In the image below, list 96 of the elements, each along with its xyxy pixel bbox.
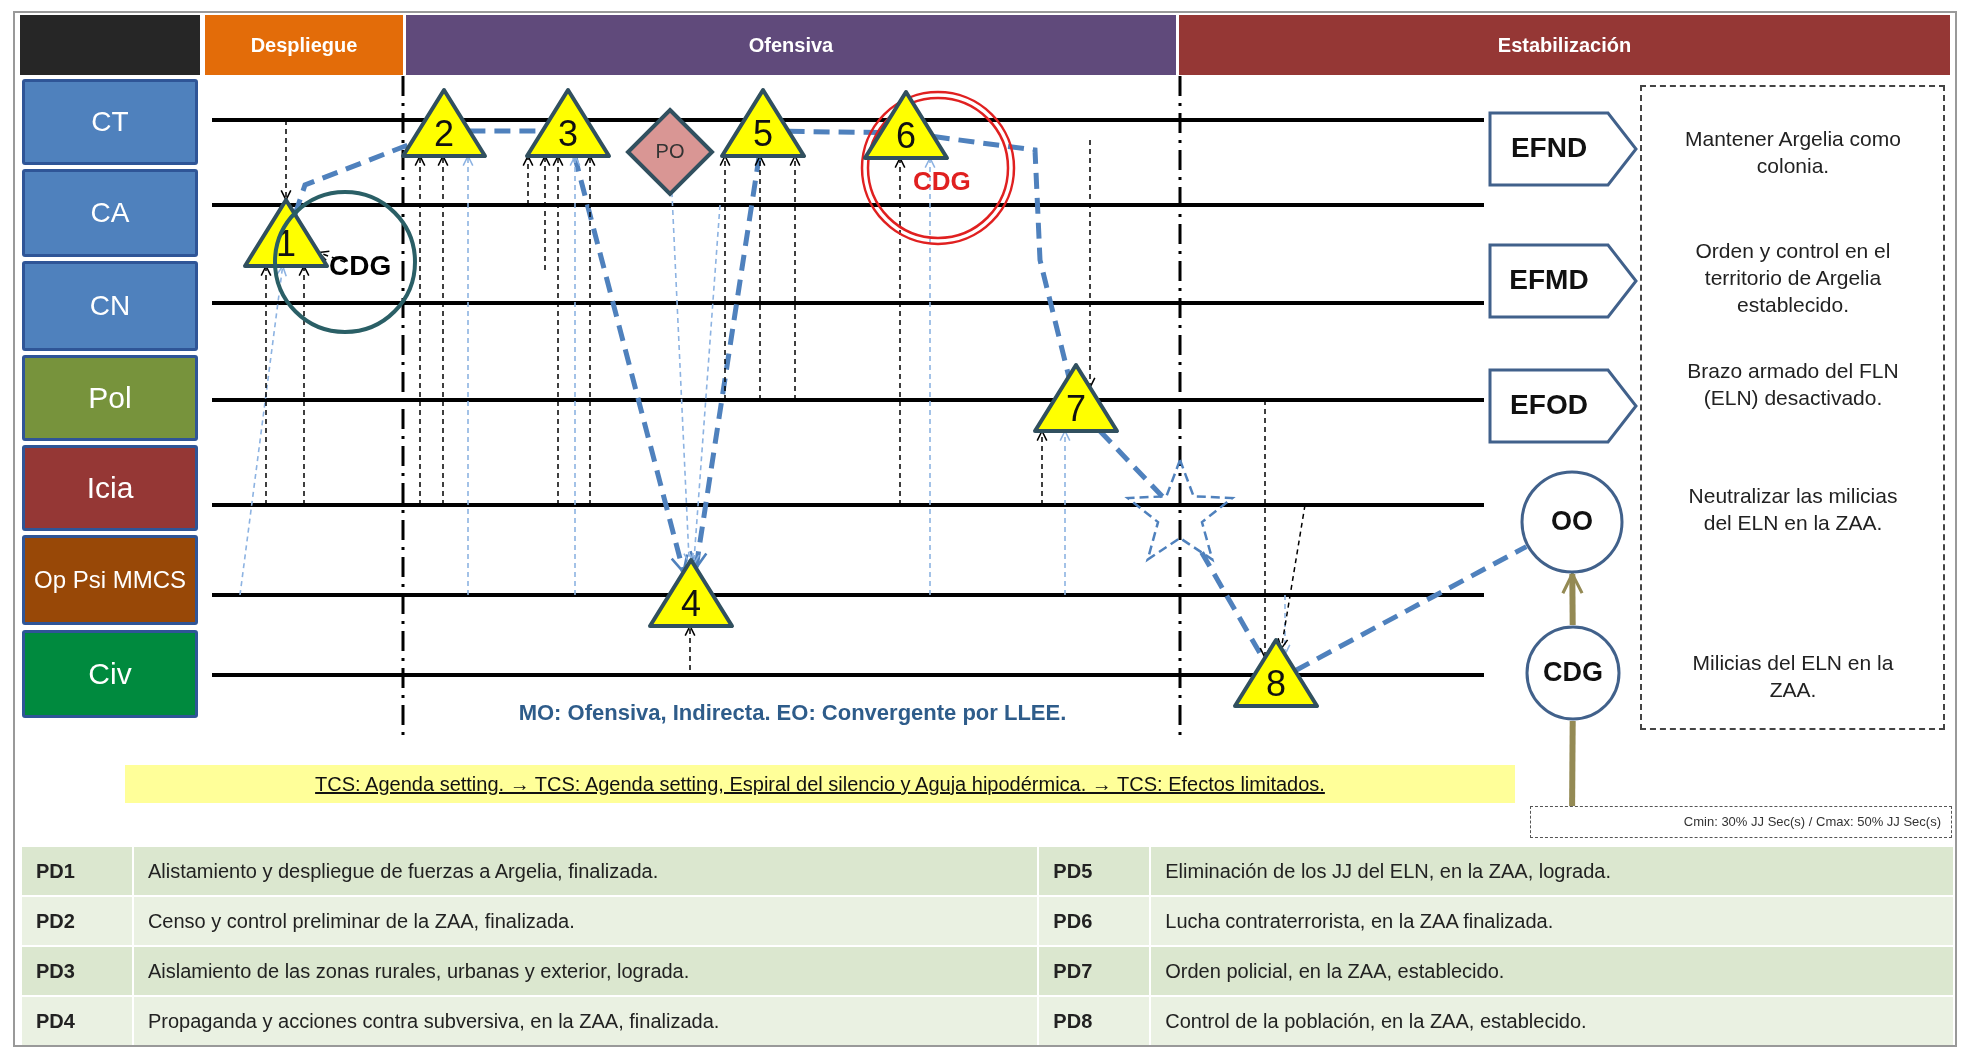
row-header-cell: PD1	[21, 846, 133, 896]
point-number: 2	[433, 113, 455, 155]
row-header-cell: PD8	[1038, 996, 1151, 1046]
lane-header: CT	[22, 79, 198, 165]
double-line	[1569, 720, 1576, 807]
table-cell: Aislamiento de las zonas rurales, urbanas y exterior, lograda.	[132, 946, 1039, 996]
circle-node	[1520, 470, 1624, 574]
circle-label: OO	[1550, 506, 1594, 537]
pentagon-arrow-box	[1490, 370, 1636, 442]
table-cell: Censo y control preliminar de la ZAA, finalizada.	[132, 896, 1039, 946]
dashed-arrow	[572, 155, 689, 574]
phase-bar: Estabilización	[1179, 15, 1950, 75]
method-note: MO: Ofensiva, Indirecta. EO: Convergente por LLEE.	[517, 700, 1068, 726]
dashed-text-panel	[1640, 85, 1945, 730]
triangle-marker	[527, 90, 609, 156]
dashed-arrow	[671, 191, 695, 564]
dashed-arrow	[719, 155, 731, 401]
lane-header: Civ	[22, 630, 198, 718]
triangle-marker	[865, 92, 947, 158]
point-number: 8	[1265, 663, 1287, 705]
pentagon-arrow-box	[1490, 245, 1636, 317]
end-state-text: Mantener Argelia como colonia.	[1684, 126, 1902, 179]
dashed-arrow	[684, 625, 696, 671]
dashed-arrow	[1277, 504, 1306, 650]
table-cell: Propaganda y acciones contra subversiva, en la ZAA, finalizada.	[132, 996, 1039, 1046]
triangle-marker	[245, 200, 327, 266]
point-number: 6	[895, 115, 917, 157]
point-number: 7	[1065, 388, 1087, 430]
header-block	[20, 15, 200, 75]
end-state-text: Milicias del ELN en la ZAA.	[1691, 650, 1895, 703]
table-cell: Lucha contraterrorista, en la ZAA finalizada.	[1150, 896, 1954, 946]
triangle-marker	[1235, 640, 1317, 706]
table-cell: Control de la población, en la ZAA, establecido.	[1150, 996, 1954, 1046]
phase-bar: Ofensiva	[406, 15, 1176, 75]
row-header-cell: PD2	[21, 896, 133, 946]
dashed-arrow	[789, 155, 801, 401]
dashed-arrow	[1059, 430, 1071, 596]
dashed-arrow	[754, 155, 766, 401]
double-arrow	[1561, 572, 1584, 626]
circle-label: CDG	[913, 166, 971, 197]
dashed-arrow	[462, 155, 474, 596]
row-header-cell: PD3	[21, 946, 133, 996]
end-state-text: Neutralizar las milicias del ELN en la ZAA.	[1687, 483, 1899, 536]
dashed-arrow	[437, 155, 449, 506]
dashed-arrow	[924, 157, 936, 596]
dashed-arrow	[414, 155, 426, 506]
dashed-arrow	[1036, 430, 1048, 506]
phase-bar: Despliegue	[205, 15, 403, 75]
point-number: 5	[752, 113, 774, 155]
lane-header: Icia	[22, 445, 198, 531]
dashed-arrow	[280, 119, 292, 201]
dashed-arrow	[522, 155, 534, 206]
pentagon-arrow-box	[1490, 113, 1636, 185]
end-state-text: Brazo armado del FLN (ELN) desactivado.	[1686, 358, 1900, 411]
triangle-marker	[403, 90, 485, 156]
pentagon-label: EFOD	[1509, 389, 1589, 421]
double-circle-outline	[860, 90, 1016, 246]
point-number: 4	[680, 583, 702, 625]
highlight-band: TCS: Agenda setting. → TCS: Agenda setting, Espiral del silencio y Aguja hipodérmica. → TCS: Efectos limitados.	[125, 765, 1515, 803]
row-header-cell: PD7	[1038, 946, 1151, 996]
point-number: 3	[557, 113, 579, 155]
dashed-line	[933, 134, 1072, 378]
table-cell: Eliminación de los JJ del ELN, en la ZAA, lograda.	[1150, 846, 1954, 896]
triangle-marker	[1035, 365, 1117, 431]
circle-outline	[273, 190, 417, 334]
dashed-arrow	[239, 265, 287, 596]
dashed-arrow	[688, 204, 721, 566]
row-header-cell: PD6	[1038, 896, 1151, 946]
lane-header: CA	[22, 169, 198, 257]
circle-label: CDG	[329, 250, 392, 282]
pentagon-label: EFND	[1509, 132, 1589, 164]
lane-header: Op Psi MMCS	[22, 535, 198, 625]
pentagon-label: EFMD	[1508, 264, 1590, 296]
circle-label: CDG	[1542, 657, 1604, 688]
row-header-cell: PD5	[1038, 846, 1151, 896]
diamond-label: PO	[654, 140, 686, 163]
dashed-arrow	[298, 265, 310, 506]
dashed-line	[1293, 544, 1528, 673]
triangle-marker	[722, 90, 804, 156]
lane-header: CN	[22, 261, 198, 351]
dashed-arrow	[584, 155, 596, 506]
dashed-arrow	[552, 155, 564, 506]
row-header-cell: PD4	[21, 996, 133, 1046]
triangle-marker	[650, 560, 732, 626]
circle-node	[1525, 625, 1621, 721]
dashed-arrow	[894, 157, 906, 506]
dashed-arrow	[539, 155, 551, 271]
dashed-note-box: Cmin: 30% JJ Sec(s) / Cmax: 50% JJ Sec(s)	[1530, 806, 1952, 838]
end-state-text: Orden y control en el territorio de Argelia establecido.	[1694, 238, 1892, 318]
dashed-arrow	[569, 155, 581, 596]
diamond-marker	[628, 110, 712, 194]
table-cell: Alistamiento y despliegue de fuerzas a Argelia, finalizada.	[132, 846, 1039, 896]
dashed-arrow	[689, 155, 762, 570]
dashed-arrow	[260, 265, 272, 506]
lane-header: Pol	[22, 355, 198, 441]
table-cell: Orden policial, en la ZAA, establecido.	[1150, 946, 1954, 996]
